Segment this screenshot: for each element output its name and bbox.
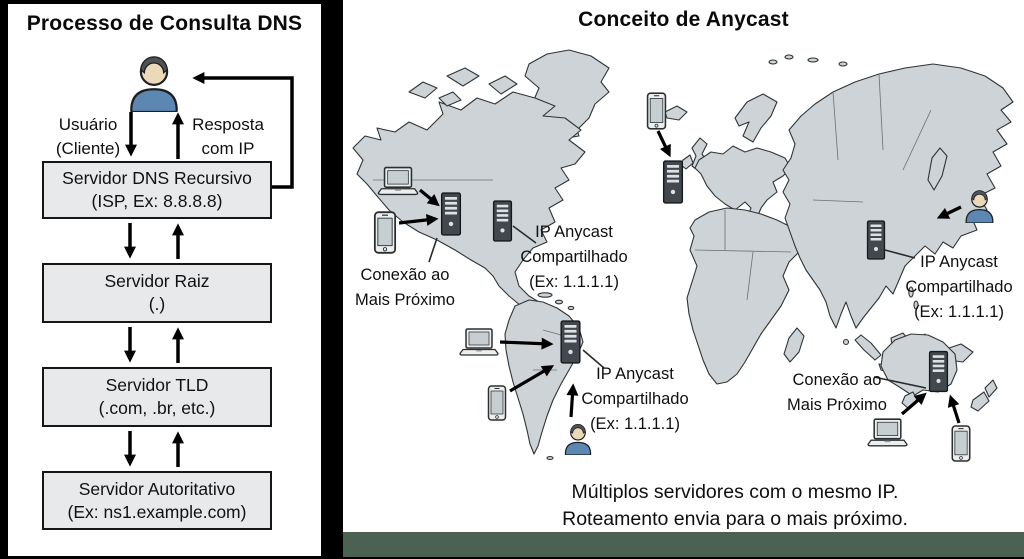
label-na-shared: IP Anycast Compartilhado (Ex: 1.1.1.1) (520, 223, 628, 291)
response-label: Resposta com IP (192, 115, 264, 158)
map-asia (782, 63, 1014, 329)
asia-user-icon (963, 186, 996, 223)
anycast-arrows (398, 130, 962, 424)
map-japan (927, 147, 948, 191)
arrow-eu-phone (656, 130, 671, 158)
user-icon (126, 49, 182, 112)
map-scandinavia (734, 93, 778, 143)
asia-server-icon (866, 220, 886, 260)
arrow-sa-phone (509, 365, 555, 393)
map-nz-north (984, 379, 998, 398)
map-cuba (537, 292, 553, 298)
box-authoritative-server: Servidor Autoritativo (Ex: ns1.example.c… (42, 471, 272, 530)
aus-phone-icon (950, 425, 972, 462)
eu-phone-icon (646, 92, 667, 130)
box-root-server: Servidor Raiz (.) (42, 263, 272, 323)
map-europe (694, 145, 792, 227)
map-sumatra (854, 334, 882, 361)
eu-server-icon (662, 160, 684, 204)
footer-band (343, 532, 1024, 557)
label-na-nearest: Conexão ao Mais Próximo (355, 266, 455, 309)
aus-laptop-icon (867, 417, 908, 448)
lead-na-shared (512, 225, 537, 244)
user-label: Usuário (Cliente) (55, 115, 121, 158)
arrow-aus-phone (947, 394, 961, 424)
left-panel-title: Processo de Consulta DNS (26, 12, 303, 35)
box-tld-server: Servidor TLD (.com, .br, etc.) (42, 367, 272, 427)
lead-aus-nearest (873, 376, 927, 389)
label-sa-shared: IP Anycast Compartilhado (Ex: 1.1.1.1) (581, 365, 689, 433)
map-nz-south (970, 391, 990, 412)
label-aus-nearest: Conexão ao Mais Próximo (787, 371, 887, 414)
map-madagascar (783, 327, 805, 363)
arrow-asia-user (936, 205, 962, 219)
na-server-east-icon (492, 200, 513, 242)
map-iceland (664, 105, 688, 121)
arrow-na-laptop (418, 188, 440, 207)
lead-sa-shared (582, 349, 605, 369)
sa-laptop-icon (459, 327, 499, 357)
lead-na-nearest (428, 237, 438, 263)
right-panel-title: Conceito de Anycast (578, 8, 789, 31)
anycast-panel: Conceito de Anycast (343, 0, 1024, 557)
lead-asia-shared (884, 249, 916, 259)
na-laptop-icon (377, 166, 419, 196)
arrow-sa-laptop (499, 337, 554, 350)
arrow-response-loop (192, 72, 294, 189)
na-server-west-icon (440, 192, 462, 236)
dns-process-panel: Processo de Consulta DNS (8, 4, 321, 556)
sa-phone-icon (487, 385, 507, 421)
anycast-caption: Múltiplos servidores com o mesmo IP. Rot… (562, 481, 908, 530)
map-north-america (352, 91, 586, 311)
world-map (352, 49, 1014, 461)
aus-server-icon (928, 350, 949, 393)
box-recursive-dns: Servidor DNS Recursivo (ISP, Ex: 8.8.8.8… (42, 161, 272, 219)
na-phone-icon (373, 211, 397, 254)
flow-arrows (124, 72, 294, 467)
arrow-na-phone (398, 213, 439, 226)
map-arctic-islands (408, 67, 518, 107)
sa-server-icon (559, 320, 582, 364)
arrow-aus-laptop (900, 392, 927, 416)
label-asia-shared: IP Anycast Compartilhado (Ex: 1.1.1.1) (905, 253, 1013, 321)
arrow-sa-user (566, 383, 579, 418)
